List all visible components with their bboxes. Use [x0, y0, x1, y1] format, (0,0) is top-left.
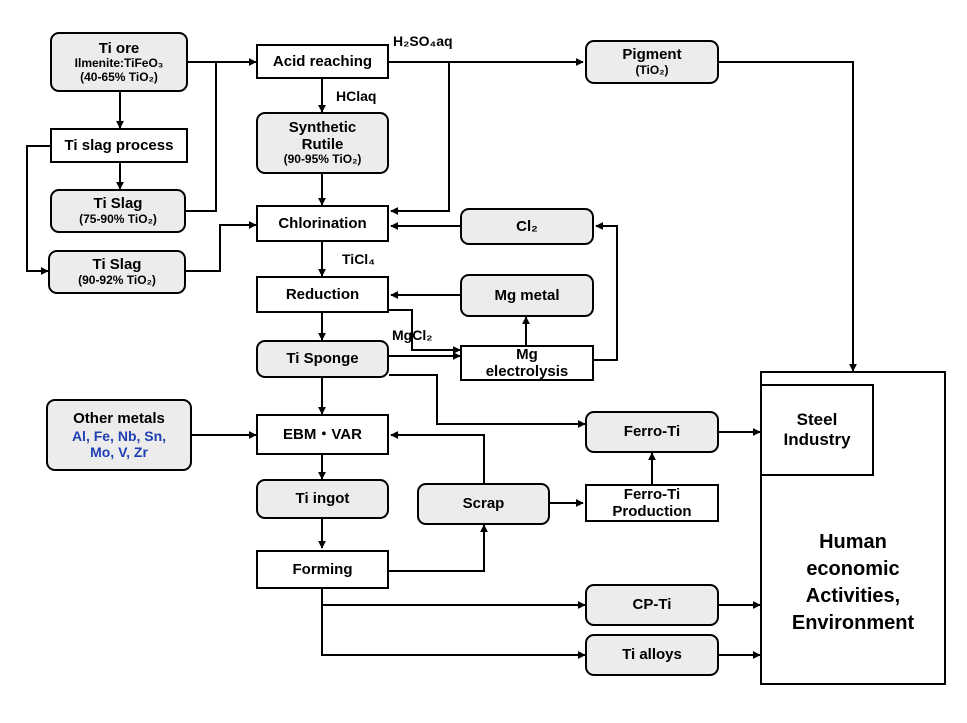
- synthetic-rutile-line1: Synthetic: [288, 118, 357, 136]
- label-ticl4: TiCl₄: [342, 251, 375, 267]
- node-ti-alloys: Ti alloys: [585, 634, 719, 676]
- node-ferro-ti: Ferro-Ti: [585, 411, 719, 453]
- edge-forming-to-tialloys: [321, 605, 586, 659]
- ferro-ti-production-line2: Production: [612, 503, 692, 520]
- edge-forming-to-cpti: [321, 589, 586, 609]
- node-ferro-ti-production: Ferro-Ti Production: [585, 484, 719, 522]
- ti-slag-2-title: Ti Slag: [92, 256, 142, 274]
- node-mg-electrolysis: Mg electrolysis: [460, 345, 594, 381]
- scrap-label: Scrap: [462, 495, 505, 513]
- edge-reduction-to-electrolysis: [389, 309, 461, 354]
- ti-slag-process-label: Ti slag process: [64, 136, 174, 154]
- acid-reaching-label: Acid reaching: [272, 52, 373, 70]
- other-metals-list-1: Al, Fe, Nb, Sn,: [71, 427, 167, 444]
- ti-ore-grade: (40-65% TiO₂): [80, 69, 158, 84]
- edge-electrolysis-to-cl2: [594, 222, 618, 361]
- node-ti-slag-process: Ti slag process: [50, 128, 188, 163]
- ferro-ti-label: Ferro-Ti: [623, 423, 681, 441]
- edge-slag2-to-chlorination: [186, 221, 257, 272]
- ti-alloys-label: Ti alloys: [622, 646, 682, 664]
- node-forming: Forming: [256, 550, 389, 589]
- human-line2: economic: [806, 558, 900, 580]
- edge-slag1-to-acid: [186, 62, 217, 212]
- mg-electrolysis-line2: electrolysis: [485, 363, 569, 380]
- human-line3: Activities,: [805, 585, 901, 607]
- chlorination-label: Chlorination: [278, 214, 367, 232]
- node-scrap: Scrap: [417, 483, 550, 525]
- ti-sponge-label: Ti Sponge: [286, 350, 359, 368]
- node-acid-reaching: Acid reaching: [256, 44, 389, 79]
- synthetic-rutile-grade: (90-95% TiO₂): [283, 152, 362, 167]
- node-chlorination: Chlorination: [256, 205, 389, 242]
- mg-electrolysis-line1: Mg: [516, 345, 538, 363]
- node-mg-metal: Mg metal: [460, 274, 594, 317]
- ebm-var-label: EBM・VAR: [283, 425, 362, 443]
- ti-ingot-label: Ti ingot: [295, 490, 350, 508]
- node-steel-industry: Steel Industry: [760, 384, 874, 476]
- steel-industry-line1: Steel: [796, 410, 838, 430]
- label-hcl: HClaq: [336, 88, 377, 104]
- ti-ore-title: Ti ore: [98, 39, 140, 57]
- edge-sponge-to-ferroti: [389, 374, 586, 428]
- node-ti-slag-2: Ti Slag (90-92% TiO₂): [48, 250, 186, 294]
- node-ti-ingot: Ti ingot: [256, 479, 389, 519]
- ti-slag-2-grade: (90-92% TiO₂): [78, 272, 156, 287]
- node-ebm-var: EBM・VAR: [256, 414, 389, 455]
- node-synthetic-rutile: Synthetic Rutile (90-95% TiO₂): [256, 112, 389, 174]
- node-ti-ore: Ti ore Ilmenite:TiFeO₃ (40-65% TiO₂): [50, 32, 188, 92]
- human-line4: Environment: [791, 612, 915, 634]
- edge-scrap-to-ebm: [390, 431, 485, 483]
- steel-industry-line2: Industry: [783, 430, 851, 449]
- node-cp-ti: CP-Ti: [585, 584, 719, 626]
- forming-label: Forming: [292, 560, 353, 578]
- edge-forming-to-scrap: [389, 524, 488, 572]
- node-cl2: Cl₂: [460, 208, 594, 245]
- node-pigment: Pigment (TiO₂): [585, 40, 719, 84]
- pigment-formula: (TiO₂): [635, 62, 669, 77]
- cp-ti-label: CP-Ti: [632, 596, 672, 614]
- reduction-label: Reduction: [285, 285, 360, 303]
- label-h2so4: H₂SO₄aq: [393, 33, 453, 49]
- other-metals-title: Other metals: [73, 410, 165, 428]
- pigment-title: Pigment: [622, 46, 682, 64]
- other-metals-list-2: Mo, V, Zr: [90, 443, 148, 460]
- node-other-metals: Other metals Al, Fe, Nb, Sn, Mo, V, Zr: [46, 399, 192, 471]
- synthetic-rutile-line2: Rutile: [301, 136, 344, 154]
- edge-slag-process-to-slag2: [26, 145, 50, 275]
- edge-pigment-to-human: [719, 61, 857, 372]
- cl2-label: Cl₂: [516, 217, 538, 235]
- mg-metal-label: Mg metal: [494, 286, 560, 304]
- human-line1: Human: [819, 531, 887, 553]
- ti-slag-1-grade: (75-90% TiO₂): [79, 211, 157, 226]
- ferro-ti-production-line1: Ferro-Ti: [623, 485, 681, 503]
- ti-ore-mineral: Ilmenite:TiFeO₃: [74, 55, 164, 70]
- node-reduction: Reduction: [256, 276, 389, 313]
- node-ti-sponge: Ti Sponge: [256, 340, 389, 378]
- ti-slag-1-title: Ti Slag: [93, 195, 143, 213]
- edge-acid-to-chlorination: [390, 62, 450, 215]
- label-mgcl2: MgCl₂: [392, 327, 433, 343]
- node-ti-slag-1: Ti Slag (75-90% TiO₂): [50, 189, 186, 233]
